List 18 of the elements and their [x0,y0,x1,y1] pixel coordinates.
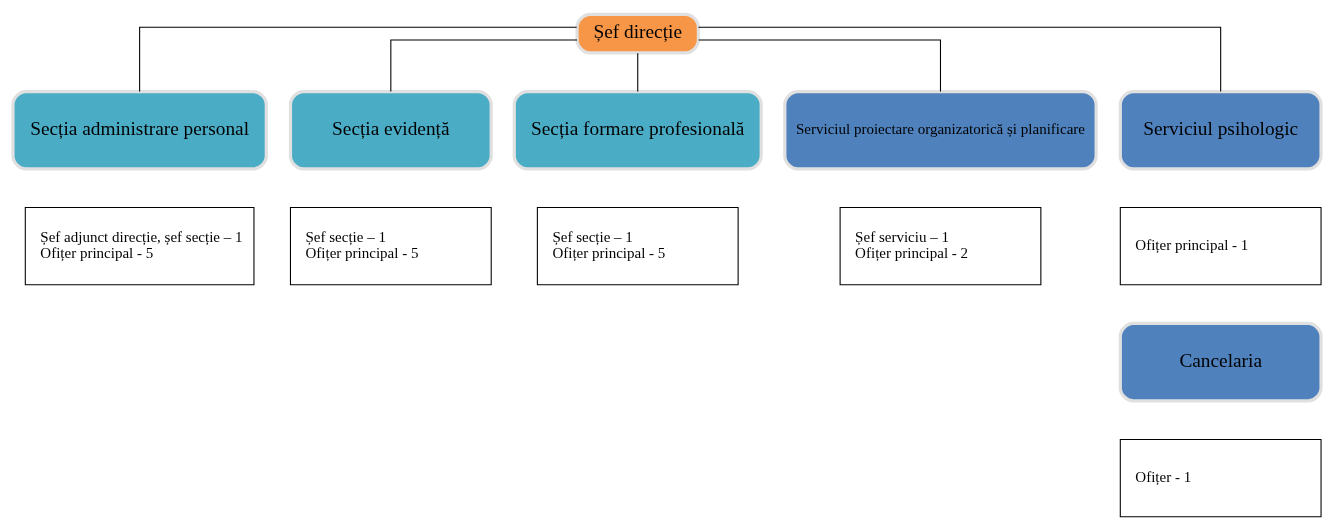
connector [139,26,578,93]
node-box: Șef serviciu – 1 Ofițer principal - 2 [839,207,1042,286]
node-box: Secția administrare personal [11,90,268,171]
node-box: Șef direcție [575,12,700,55]
node-box: Secția formare profesională [512,90,763,171]
node-box: Ofițer - 1 [1119,438,1322,518]
node-box: Șef adjunct direcție, șef secție – 1 Ofițer principal - 5 [24,207,255,286]
connector [637,52,639,93]
node-box: Șef secție – 1 Ofițer principal - 5 [289,207,492,286]
connector [697,26,1222,93]
node-box: Ofițer principal - 1 [1119,207,1322,286]
node-box: Serviciul psihologic [1118,90,1323,171]
node-box: Cancelaria [1118,321,1323,403]
node-box: Șef secție – 1 Ofițer principal - 5 [536,207,739,286]
node-box: Serviciul proiectare organizatorică și planificare [783,90,1098,171]
connector [698,39,941,92]
connector [390,39,578,92]
node-box: Secția evidență [288,90,493,171]
